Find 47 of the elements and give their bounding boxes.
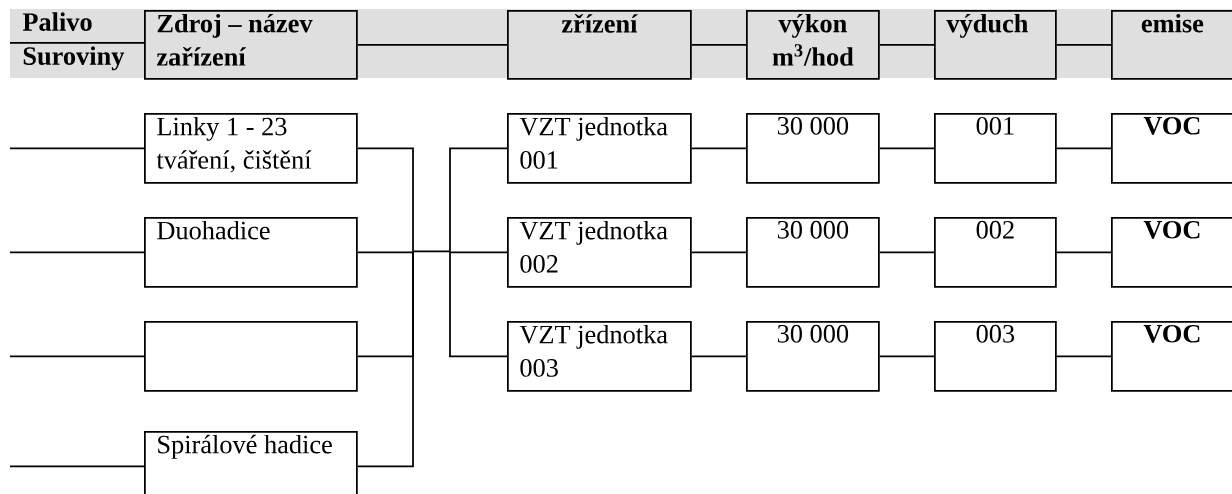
value-box: 30 000 xyxy=(746,113,880,184)
connector-line xyxy=(878,251,935,254)
connector-line xyxy=(9,147,145,150)
connector-line xyxy=(878,355,935,358)
unit-box: VZT jednotka 002 xyxy=(507,217,692,288)
connector-line xyxy=(449,147,508,253)
value-box: 30 000 xyxy=(746,217,880,288)
header-label: Suroviny xyxy=(23,46,125,71)
connector-line xyxy=(690,251,747,254)
header-box: emise xyxy=(1111,10,1232,80)
stack-box: 003 xyxy=(934,321,1057,392)
connector-line xyxy=(449,250,508,254)
connector-line xyxy=(1055,44,1112,46)
connector-line xyxy=(356,147,414,253)
value-box: 30 000 xyxy=(746,321,880,392)
connector-line xyxy=(9,251,145,254)
connector-line xyxy=(356,44,508,46)
empty-box xyxy=(144,321,358,392)
emission-box: VOC xyxy=(1111,321,1232,392)
header-box: výkon m$^{3}$/hod xyxy=(746,10,880,80)
header-box: Zdroj – název zařízení xyxy=(144,10,358,80)
connector-line xyxy=(878,44,935,46)
connector-line xyxy=(9,465,145,468)
unit-box: VZT jednotka 001 xyxy=(507,113,692,184)
connector-line xyxy=(690,355,747,358)
connector-line xyxy=(356,250,414,468)
connector-line xyxy=(690,147,747,150)
stack-box: 001 xyxy=(934,113,1057,184)
stack-box: 002 xyxy=(934,217,1057,288)
source-box: Duohadice xyxy=(144,217,358,288)
header-box: výduch xyxy=(934,10,1057,80)
connector-line xyxy=(449,250,508,358)
connector-line xyxy=(1055,251,1112,254)
header-label: Palivo xyxy=(22,12,92,31)
emission-box: VOC xyxy=(1111,113,1232,184)
source-box: Spirálové hadice xyxy=(144,431,358,494)
source-box: Linky 1 - 23 tváření, čištění xyxy=(144,113,358,184)
header-box: zřízení xyxy=(507,10,692,80)
connector-line xyxy=(1055,147,1112,150)
connector-line xyxy=(1055,355,1112,358)
connector-line xyxy=(356,250,414,254)
emission-box: VOC xyxy=(1111,217,1232,288)
unit-box: VZT jednotka 003 xyxy=(507,321,692,392)
connector-line xyxy=(9,355,145,358)
connector-line xyxy=(878,147,935,150)
connector-line xyxy=(412,250,451,253)
connector-line xyxy=(690,44,747,46)
